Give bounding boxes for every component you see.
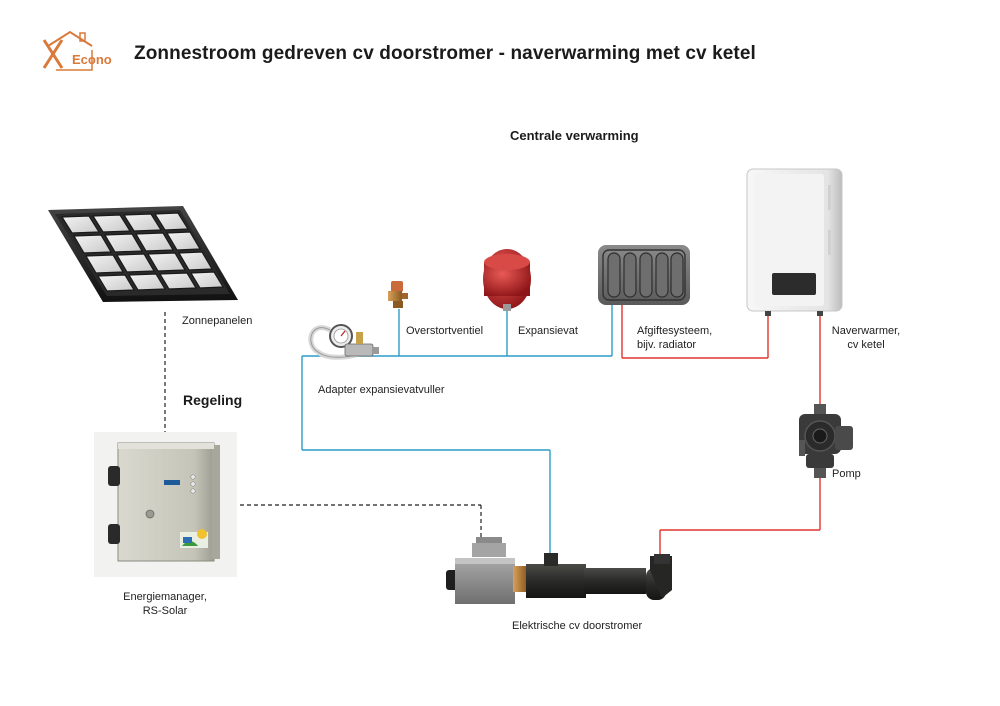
econo-logo [42, 30, 93, 71]
adapter-label: Adapter expansievatvuller [318, 384, 445, 396]
cv-boiler [746, 168, 843, 316]
emitter-label: Afgiftesysteem, bijv. radiator [637, 324, 712, 352]
pump-label: Pomp [832, 468, 861, 480]
expansion-vessel [483, 249, 531, 311]
electric-flow-heater [446, 537, 672, 604]
solar-panel [48, 206, 238, 302]
hot-water-pipes [621, 305, 821, 560]
solar-panels-label: Zonnepanelen [182, 315, 253, 327]
relief-valve [388, 281, 408, 308]
boiler-label-line1: Naverwarmer, [831, 325, 901, 337]
emitter-label-line1: Afgiftesysteem, [637, 325, 713, 337]
expansion-vessel-label: Expansievat [518, 325, 578, 337]
relief-valve-label: Overstortventiel [406, 325, 484, 337]
energy-manager-label: Energiemanager, RS-Solar [100, 590, 230, 618]
boiler-label-line2: cv ketel [847, 339, 885, 351]
emitter-label-line2: bijv. radiator [637, 339, 697, 351]
flow-heater-label: Elektrische cv doorstromer [512, 620, 643, 632]
energy-manager-cabinet [94, 432, 237, 577]
boiler-label: Naverwarmer, cv ketel [826, 324, 906, 352]
circulation-pump [799, 404, 853, 478]
radiator [598, 245, 690, 305]
control-lines [164, 312, 482, 552]
logo-text: Econo [72, 52, 112, 67]
adapter-expansion-filler [308, 324, 379, 360]
solar-cells [60, 212, 225, 292]
central-heating-heading: Centrale verwarming [510, 128, 639, 143]
energy-manager-label-line2: RS-Solar [142, 605, 188, 617]
control-heading: Regeling [183, 392, 243, 408]
page-title: Zonnestroom gedreven cv doorstromer - na… [134, 43, 756, 64]
energy-manager-label-line1: Energiemanager, [123, 591, 207, 603]
